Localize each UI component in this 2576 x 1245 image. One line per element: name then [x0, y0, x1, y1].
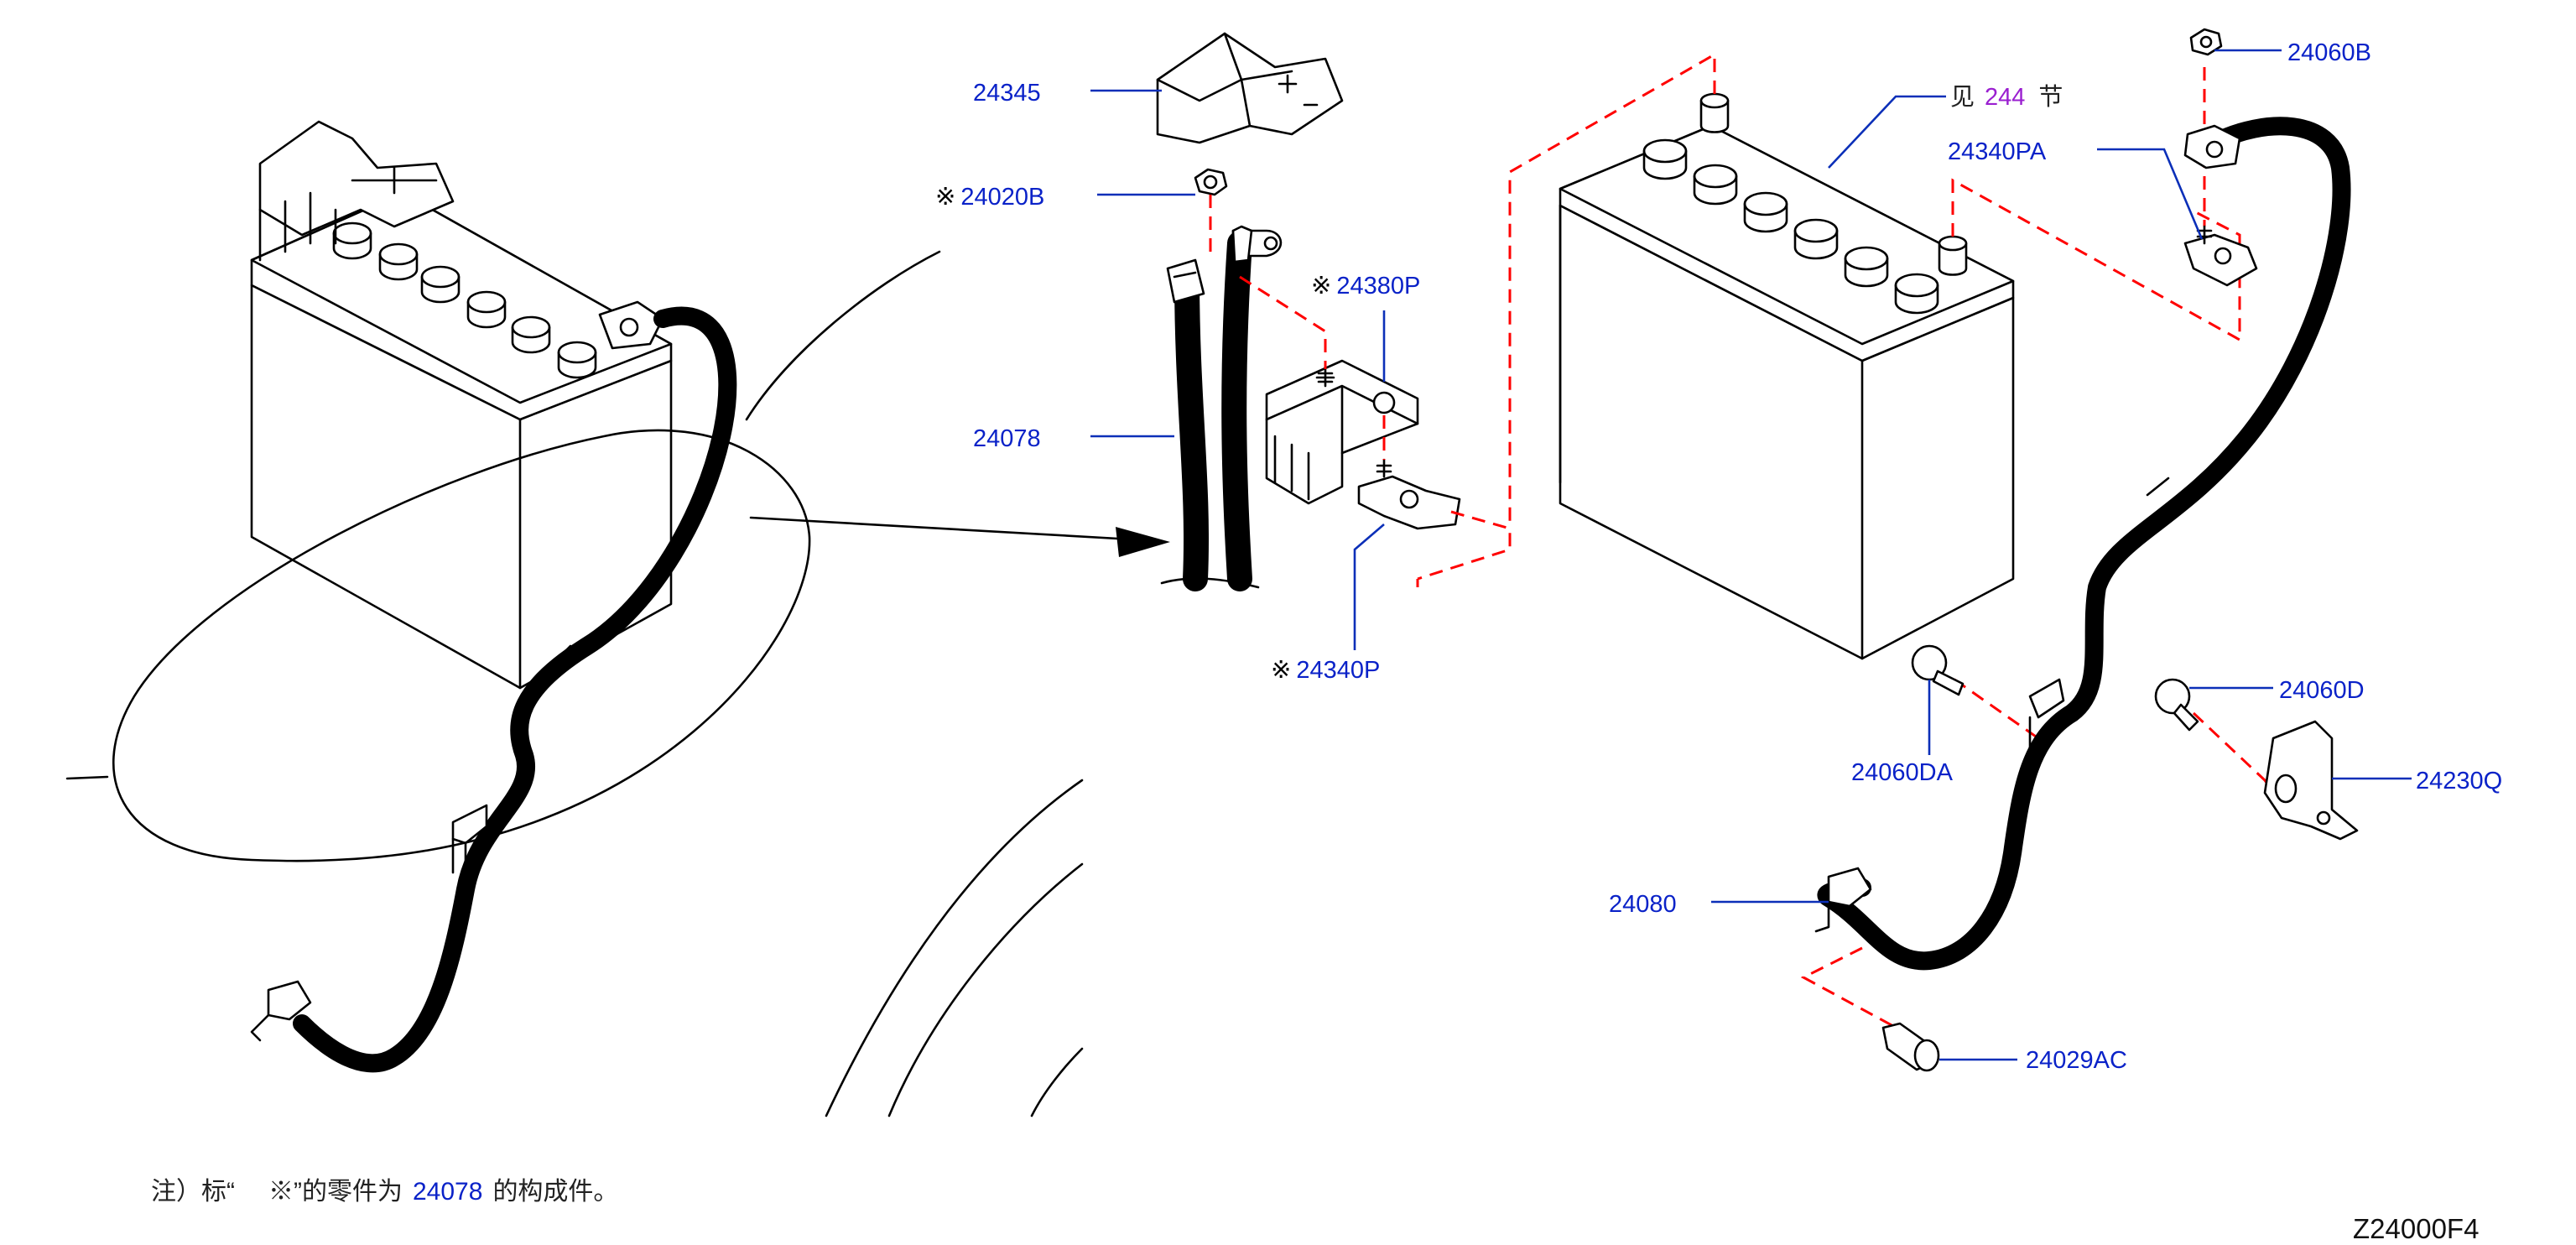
- label-24060B: 24060B: [2287, 39, 2371, 66]
- label-24020B: ※24020B: [935, 184, 1044, 211]
- nut-24020B: [1194, 168, 1228, 196]
- footnote-part: 24078: [413, 1178, 482, 1206]
- label-24060D: 24060D: [2279, 677, 2365, 704]
- label-24340PA: 24340PA: [1948, 138, 2047, 165]
- terminal-clamp-24340P: [1357, 458, 1461, 530]
- see-section-prefix: 见: [1950, 84, 1975, 111]
- terminal-cover-part: [1156, 32, 1344, 144]
- right-dashed-lines: [1508, 52, 2275, 1034]
- bolt-24060D: [2154, 678, 2199, 732]
- cable-pair-24078: [1160, 225, 1283, 591]
- star-marker: ※: [1311, 273, 1331, 300]
- label-24340P-text: 24340P: [1296, 657, 1380, 684]
- footnote-middle: ”的零件为: [294, 1178, 403, 1206]
- label-24340P: ※24340P: [1271, 657, 1380, 684]
- see-section-suffix: 节: [2038, 83, 2063, 111]
- overview-battery: [250, 120, 673, 690]
- leader-lines: [1090, 49, 2412, 1061]
- zoom-arrow: [749, 516, 1170, 557]
- clip-24080: [1814, 678, 2065, 933]
- bracket-24230Q: [2263, 720, 2359, 841]
- label-24380P: ※24380P: [1311, 273, 1420, 300]
- overview-vent-caps: [332, 221, 597, 379]
- label-24060DA: 24060DA: [1851, 759, 1954, 786]
- star-marker: ※: [935, 184, 955, 211]
- see-section-number: 244: [1985, 84, 2025, 111]
- overview-terminal-cover: [258, 120, 455, 262]
- label-24380P-text: 24380P: [1336, 273, 1420, 300]
- label-24345: 24345: [973, 80, 1041, 107]
- main-vent-caps: [1642, 138, 1939, 315]
- footnote-prefix: 注）标“: [151, 1178, 235, 1206]
- label-24080: 24080: [1609, 891, 1677, 918]
- star-marker: ※: [1271, 657, 1291, 684]
- center-dashed-lines: [1209, 195, 1512, 587]
- nut-24060B: [2189, 28, 2223, 56]
- label-24230Q: 24230Q: [2416, 768, 2502, 794]
- fusible-link-24380P: [1265, 359, 1419, 505]
- main-battery: [1559, 92, 2015, 660]
- footnote: 注）标“ ※”的零件为 24078 的构成件。: [151, 1178, 618, 1206]
- label-24078: 24078: [973, 425, 1041, 452]
- negative-cable-24080: [1817, 117, 2351, 971]
- figure-code: Z24000F4: [2353, 1213, 2479, 1244]
- clamp-24340PA: [2183, 124, 2258, 287]
- negative-post: [1938, 235, 1968, 276]
- bolt-24060DA: [1911, 644, 1965, 696]
- footnote-suffix: 的构成件。: [492, 1178, 618, 1206]
- overview-cable: [250, 306, 737, 1073]
- positive-post: [1699, 92, 1730, 133]
- overview-negative-clamp: [598, 300, 664, 350]
- see-section-note: 见 244 节: [1950, 83, 2063, 111]
- bolt-24029AC: [1881, 1022, 1940, 1072]
- label-24020B-text: 24020B: [960, 184, 1044, 211]
- overview-context-lines: [65, 250, 1084, 1117]
- footnote-marker: ※: [268, 1178, 294, 1206]
- label-24029AC: 24029AC: [2026, 1047, 2127, 1074]
